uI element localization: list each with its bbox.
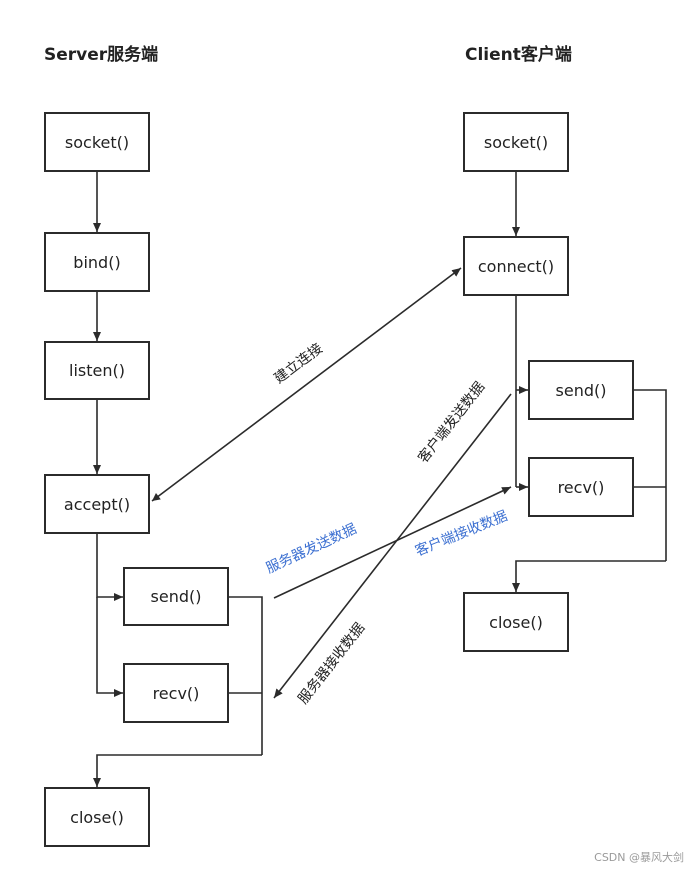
arrow-accept-send (96, 534, 123, 601)
server-send-box: send() (123, 567, 229, 626)
arrow-client-send-to-server-recv (273, 393, 512, 699)
arrow-to-client-close (512, 560, 666, 592)
client-close-box: close() (463, 592, 569, 652)
server-listen-box: listen() (44, 341, 150, 400)
line-send-right (229, 596, 263, 755)
client-send-box: send() (528, 360, 634, 420)
server-close-box: close() (44, 787, 150, 847)
server-recv-box: recv() (123, 663, 229, 723)
server-accept-box: accept() (44, 474, 150, 534)
server-title: Server服务端 (44, 45, 159, 65)
client-title: Client客户端 (465, 45, 572, 65)
client-socket-box: socket() (463, 112, 569, 172)
client-connect-box: connect() (463, 236, 569, 296)
watermark: CSDN @暴风大剑 (594, 851, 684, 864)
arrow-accept-recv (96, 597, 123, 697)
arrow-server-send-to-client-recv (273, 486, 512, 599)
client-recv-box: recv() (528, 457, 634, 517)
arrow-to-server-close (93, 754, 262, 787)
arrow-establish-connection (151, 267, 462, 502)
server-bind-box: bind() (44, 232, 150, 292)
line-client-send-right (633, 389, 667, 561)
server-socket-box: socket() (44, 112, 150, 172)
